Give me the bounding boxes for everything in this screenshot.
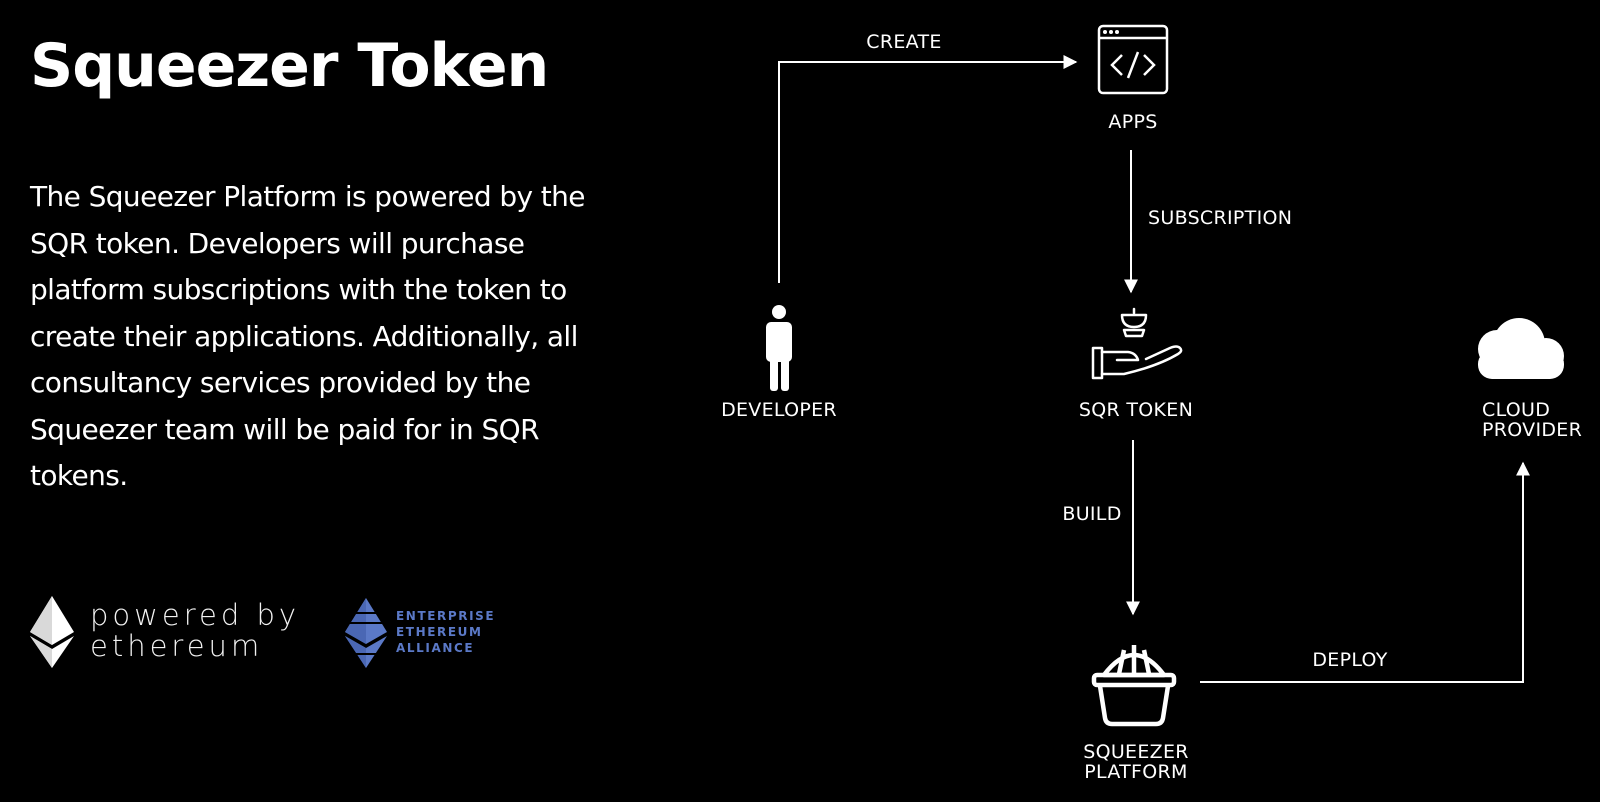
edge-label-deploy: DEPLOY <box>1312 649 1388 671</box>
description-text: The Squeezer Platform is powered by the … <box>30 180 586 492</box>
edge-label-subscription: SUBSCRIPTION <box>1148 207 1293 229</box>
node-label-apps: APPS <box>1108 111 1158 133</box>
hand-squeezer-icon <box>1091 307 1183 380</box>
node-label-squeezer-platform: SQUEEZER PLATFORM <box>1083 741 1189 783</box>
code-window-icon <box>1097 24 1169 95</box>
eea-text-alliance: ALLIANCE <box>396 641 475 655</box>
create-arrow <box>778 55 1078 283</box>
person-icon <box>766 305 792 391</box>
edge-label-build: BUILD <box>1062 503 1122 525</box>
eea-text-ethereum: ETHEREUM <box>396 625 483 639</box>
node-label-developer: DEVELOPER <box>721 399 837 421</box>
node-label-sqr-token: SQR TOKEN <box>1078 399 1194 421</box>
eea-text-enterprise: ENTERPRISE <box>396 609 496 623</box>
cloud-icon <box>1478 318 1564 379</box>
ethereum-logo-icon <box>30 596 74 668</box>
page-title: Squeezer Token <box>30 31 549 101</box>
edge-label-create: CREATE <box>866 31 942 53</box>
window-dots-icon <box>1103 30 1119 34</box>
eea-logo-icon <box>345 598 387 668</box>
squeezer-platform-icon <box>1091 645 1177 727</box>
powered-by-text: powered by <box>90 598 301 632</box>
node-label-cloud-provider: CLOUD PROVIDER <box>1482 399 1583 441</box>
deploy-arrow <box>1200 461 1530 683</box>
ethereum-wordmark: ethereum <box>90 629 264 663</box>
